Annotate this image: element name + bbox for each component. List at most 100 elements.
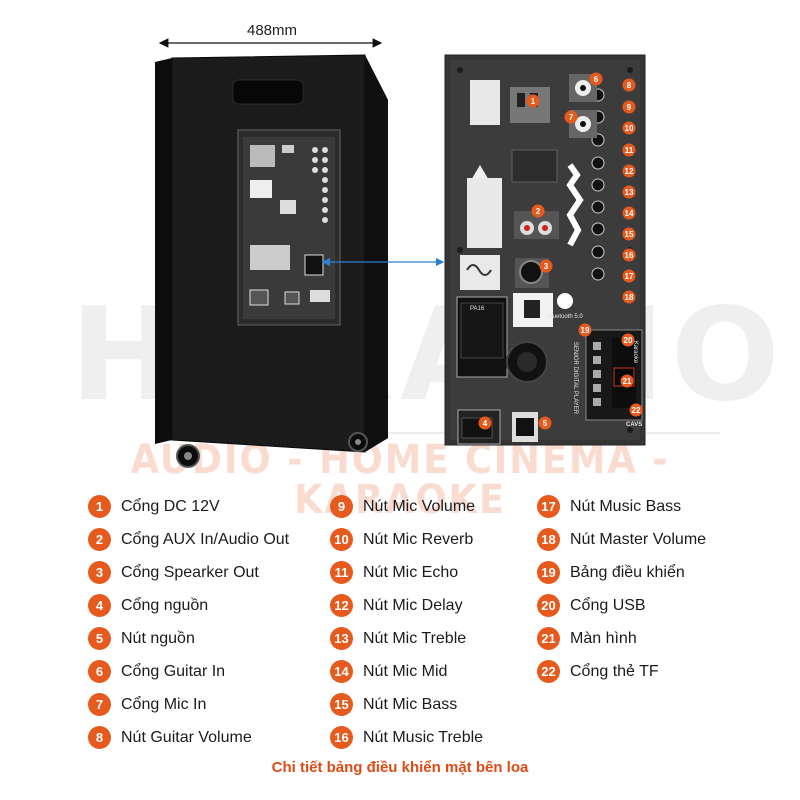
svg-text:22: 22 <box>632 406 641 415</box>
svg-text:13: 13 <box>625 188 634 197</box>
legend-number-badge: 7 <box>88 693 111 716</box>
legend-item-label: Nút Mic Volume <box>363 497 476 515</box>
svg-text:19: 19 <box>581 326 590 335</box>
legend-item-label: Nút Mic Treble <box>363 629 467 647</box>
legend-item: 18 Nút Master Volume <box>537 523 706 556</box>
panel-model-label: PA16 <box>470 306 485 312</box>
legend-item-label: Cổng Mic In <box>121 695 207 713</box>
legend-number-badge: 21 <box>537 627 560 650</box>
svg-text:12: 12 <box>625 167 634 176</box>
legend-item: 15 Nút Mic Bass <box>330 688 483 721</box>
speaker-cabinet <box>155 54 388 468</box>
callout-4: 4 <box>478 416 492 430</box>
svg-text:10: 10 <box>625 124 634 133</box>
dimension-label: 488mm <box>246 22 298 39</box>
callout-17: 17 <box>622 269 636 283</box>
callout-19: 19 <box>578 323 592 337</box>
legend-number-badge: 14 <box>330 660 353 683</box>
svg-text:2: 2 <box>536 207 541 216</box>
panel-karaoke-label: Karaoke <box>632 341 638 364</box>
legend-number-badge: 15 <box>330 693 353 716</box>
legend-number-badge: 8 <box>88 726 111 749</box>
legend-number-badge: 11 <box>330 561 353 584</box>
legend-number-badge: 3 <box>88 561 111 584</box>
callout-7: 7 <box>564 110 578 124</box>
legend-item: 17 Nút Music Bass <box>537 490 706 523</box>
legend-item-label: Nút Music Bass <box>570 497 682 515</box>
legend-item: 4 Cổng nguồn <box>88 589 289 622</box>
legend-item: 10 Nút Mic Reverb <box>330 523 483 556</box>
legend-item: 12 Nút Mic Delay <box>330 589 483 622</box>
legend-number-badge: 18 <box>537 528 560 551</box>
legend-item-label: Nút Mic Bass <box>363 695 458 713</box>
callout-21: 21 <box>620 374 634 388</box>
legend-number-badge: 2 <box>88 528 111 551</box>
svg-text:9: 9 <box>627 103 632 112</box>
legend-item: 16 Nút Music Treble <box>330 721 483 754</box>
callout-8: 8 <box>622 78 636 92</box>
callout-6: 6 <box>589 72 603 86</box>
legend-item-label: Nút Music Treble <box>363 728 484 746</box>
legend-number-badge: 22 <box>537 660 560 683</box>
callout-3: 3 <box>539 259 553 273</box>
callout-15: 15 <box>622 227 636 241</box>
legend-item-label: Màn hình <box>570 629 637 647</box>
legend-number-badge: 20 <box>537 594 560 617</box>
legend-item-label: Nút Mic Mid <box>363 662 448 680</box>
callout-10: 10 <box>622 121 636 135</box>
legend-number-badge: 5 <box>88 627 111 650</box>
watermark-tagline: AUDIO - HOME CINEMA - KARAOKE <box>130 437 670 523</box>
legend-item-label: Cổng AUX In/Audio Out <box>121 530 290 548</box>
legend-item-label: Cổng nguồn <box>121 596 209 614</box>
legend-item-label: Cổng USB <box>570 596 646 614</box>
callout-5: 5 <box>538 416 552 430</box>
callout-1: 1 <box>526 94 540 108</box>
speaker-illustration: CAVS SENIOR DIGITAL PLAYER Karaoke PA16 … <box>155 38 646 468</box>
callout-2: 2 <box>531 204 545 218</box>
legend-item-label: Nút Mic Delay <box>363 596 463 614</box>
legend-number-badge: 4 <box>88 594 111 617</box>
legend-item: 3 Cổng Spearker Out <box>88 556 289 589</box>
watermark-divider <box>160 432 720 434</box>
legend-number-badge: 9 <box>330 495 353 518</box>
legend-item: 22 Cổng thẻ TF <box>537 655 706 688</box>
legend-number-badge: 16 <box>330 726 353 749</box>
svg-text:3: 3 <box>544 262 549 271</box>
detail-panel: CAVS SENIOR DIGITAL PLAYER Karaoke PA16 … <box>444 54 646 446</box>
legend-item: 21 Màn hình <box>537 622 706 655</box>
callout-20: 20 <box>621 333 635 347</box>
legend-item-label: Bảng điều khiển <box>570 563 685 581</box>
panel-bluetooth-label: Bluetooth 5.0 <box>547 314 583 320</box>
callout-12: 12 <box>622 164 636 178</box>
legend-item: 5 Nút nguồn <box>88 622 289 655</box>
legend-number-badge: 13 <box>330 627 353 650</box>
caption: Chi tiết bảng điều khiển mặt bên loa <box>271 759 529 776</box>
callout-9: 9 <box>622 100 636 114</box>
legend-item-label: Nút Mic Echo <box>363 563 459 581</box>
legend-item-label: Nút Master Volume <box>570 530 707 548</box>
legend-number-badge: 17 <box>537 495 560 518</box>
legend-item: 11 Nút Mic Echo <box>330 556 483 589</box>
legend-item-label: Nút Mic Reverb <box>363 530 474 548</box>
legend-item: 20 Cổng USB <box>537 589 706 622</box>
panel-player-label: SENIOR DIGITAL PLAYER <box>572 342 578 415</box>
svg-text:20: 20 <box>624 336 633 345</box>
legend-item-label: Cổng Guitar In <box>121 662 226 680</box>
callout-22: 22 <box>629 403 643 417</box>
legend-number-badge: 10 <box>330 528 353 551</box>
svg-text:16: 16 <box>625 251 634 260</box>
legend-item-label: Nút nguồn <box>121 629 195 647</box>
legend-number-badge: 12 <box>330 594 353 617</box>
legend-item-label: Cổng thẻ TF <box>570 662 659 680</box>
callout-16: 16 <box>622 248 636 262</box>
svg-text:17: 17 <box>625 272 634 281</box>
legend-item-label: Cổng Spearker Out <box>121 563 259 581</box>
svg-text:18: 18 <box>625 293 634 302</box>
callout-13: 13 <box>622 185 636 199</box>
